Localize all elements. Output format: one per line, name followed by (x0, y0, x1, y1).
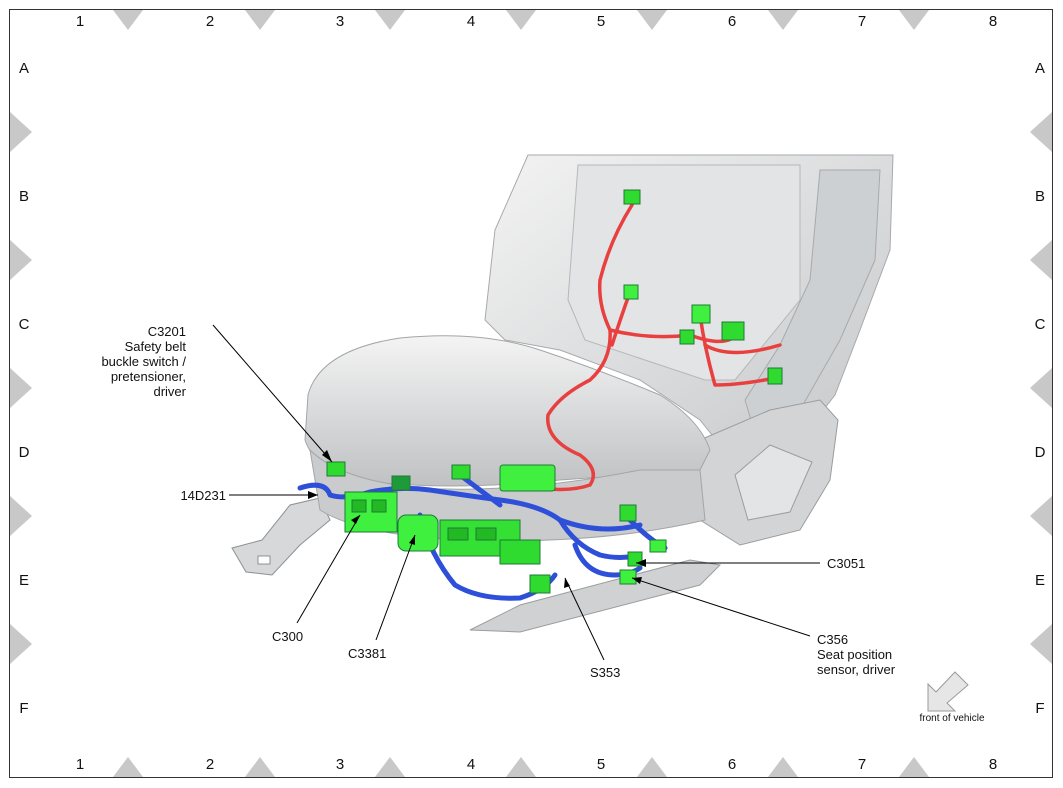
col-label-top-5: 5 (597, 13, 605, 30)
row-label-left-b: B (19, 188, 29, 205)
col-label-bottom-1: 1 (76, 756, 84, 773)
callout-14d231: 14D231 (180, 488, 226, 503)
callout-c3201-id: C3201 (148, 324, 186, 339)
callout-c3381: C3381 (348, 646, 386, 661)
callout-c3201-line4: pretensioner, (111, 369, 186, 384)
leader-arrowheads (308, 450, 646, 588)
col-label-bottom-8: 8 (989, 756, 997, 773)
front-of-vehicle-label: front of vehicle (919, 713, 984, 724)
callout-c300: C300 (272, 629, 303, 644)
col-label-top-1: 1 (76, 13, 84, 30)
col-label-top-3: 3 (336, 13, 344, 30)
callout-c356-line3: sensor, driver (817, 662, 896, 677)
row-label-left-e: E (19, 572, 29, 589)
row-label-right-a: A (1035, 60, 1045, 77)
leader-lines (212, 324, 820, 661)
col-label-top-7: 7 (858, 13, 866, 30)
col-label-bottom-2: 2 (206, 756, 214, 773)
seat-illustration (231, 154, 894, 633)
grid-labels: 1 2 3 4 5 6 7 8 1 2 3 4 5 6 7 8 A B C D … (19, 13, 1046, 773)
col-label-top-4: 4 (467, 13, 475, 30)
row-label-left-a: A (19, 60, 29, 77)
seat-bracket (231, 497, 331, 576)
row-label-left-d: D (19, 444, 30, 461)
callout-s353: S353 (590, 665, 620, 680)
callout-labels: C3201 Safety belt buckle switch / preten… (101, 324, 895, 680)
front-of-vehicle-indicator: front of vehicle (919, 671, 985, 724)
row-label-left-c: C (19, 316, 30, 333)
row-label-right-c: C (1035, 316, 1046, 333)
col-label-bottom-5: 5 (597, 756, 605, 773)
row-label-right-f: F (1035, 700, 1044, 717)
col-label-bottom-3: 3 (336, 756, 344, 773)
col-label-bottom-7: 7 (858, 756, 866, 773)
connector-c3201 (326, 461, 346, 477)
col-label-top-2: 2 (206, 13, 214, 30)
seat-rail (469, 559, 722, 633)
col-label-bottom-6: 6 (728, 756, 736, 773)
callout-c356-id: C356 (817, 632, 848, 647)
row-label-right-d: D (1035, 444, 1046, 461)
callout-c3201-line5: driver (153, 384, 186, 399)
callout-c356-line2: Seat position (817, 647, 892, 662)
front-arrow-icon (927, 671, 969, 712)
callout-c3051: C3051 (827, 556, 865, 571)
connector-seatback-large (499, 464, 556, 492)
row-label-left-f: F (19, 700, 28, 717)
connector-s353-area (529, 574, 551, 594)
connectors (326, 189, 783, 594)
row-label-right-b: B (1035, 188, 1045, 205)
col-label-top-8: 8 (989, 13, 997, 30)
col-label-top-6: 6 (728, 13, 736, 30)
border-marker-triangles (10, 10, 1052, 777)
connector-c356 (619, 569, 637, 585)
connector-c3381 (397, 514, 439, 552)
callout-c3201-line3: buckle switch / (101, 354, 186, 369)
callout-c3201-line2: Safety belt (125, 339, 187, 354)
col-label-bottom-4: 4 (467, 756, 475, 773)
row-label-right-e: E (1035, 572, 1045, 589)
